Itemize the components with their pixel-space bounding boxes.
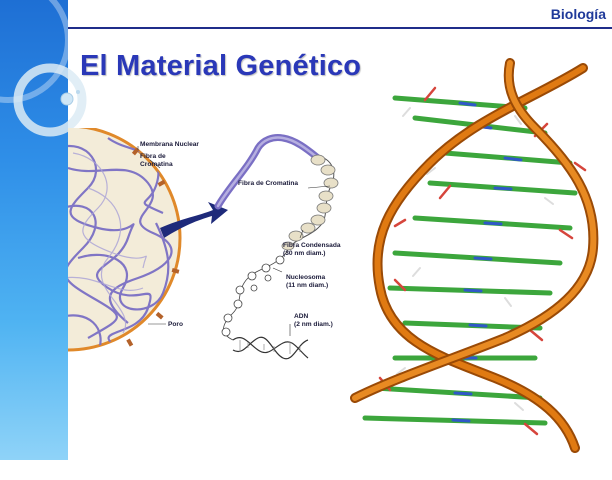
label-chromatin-fiber: Fibra de Cromatina	[238, 180, 299, 187]
circle-decoration-icon	[0, 0, 87, 137]
label-nucleosome: Nucleosoma (11 nm diam.)	[286, 274, 329, 289]
label-chromatin-fiber-top: Fibra de Cromatina	[140, 153, 173, 168]
slide-title: El Material Genético	[80, 50, 362, 82]
label-dna: ADN (2 nm diam.)	[294, 313, 333, 328]
header-rule	[68, 27, 612, 29]
label-nuclear-membrane: Membrana Nuclear	[140, 141, 199, 148]
label-condensed-fiber: Fibra Condensada (30 nm diam.)	[283, 242, 341, 257]
dna-helix-model	[335, 58, 612, 453]
dna-helix-image	[350, 58, 599, 453]
chromatin-diagram: Membrana Nuclear Fibra de Cromatina Fibr…	[0, 124, 368, 378]
subject-label: Biología	[550, 6, 606, 22]
label-pore: Poro	[168, 321, 184, 328]
bottom-strip	[0, 460, 612, 480]
